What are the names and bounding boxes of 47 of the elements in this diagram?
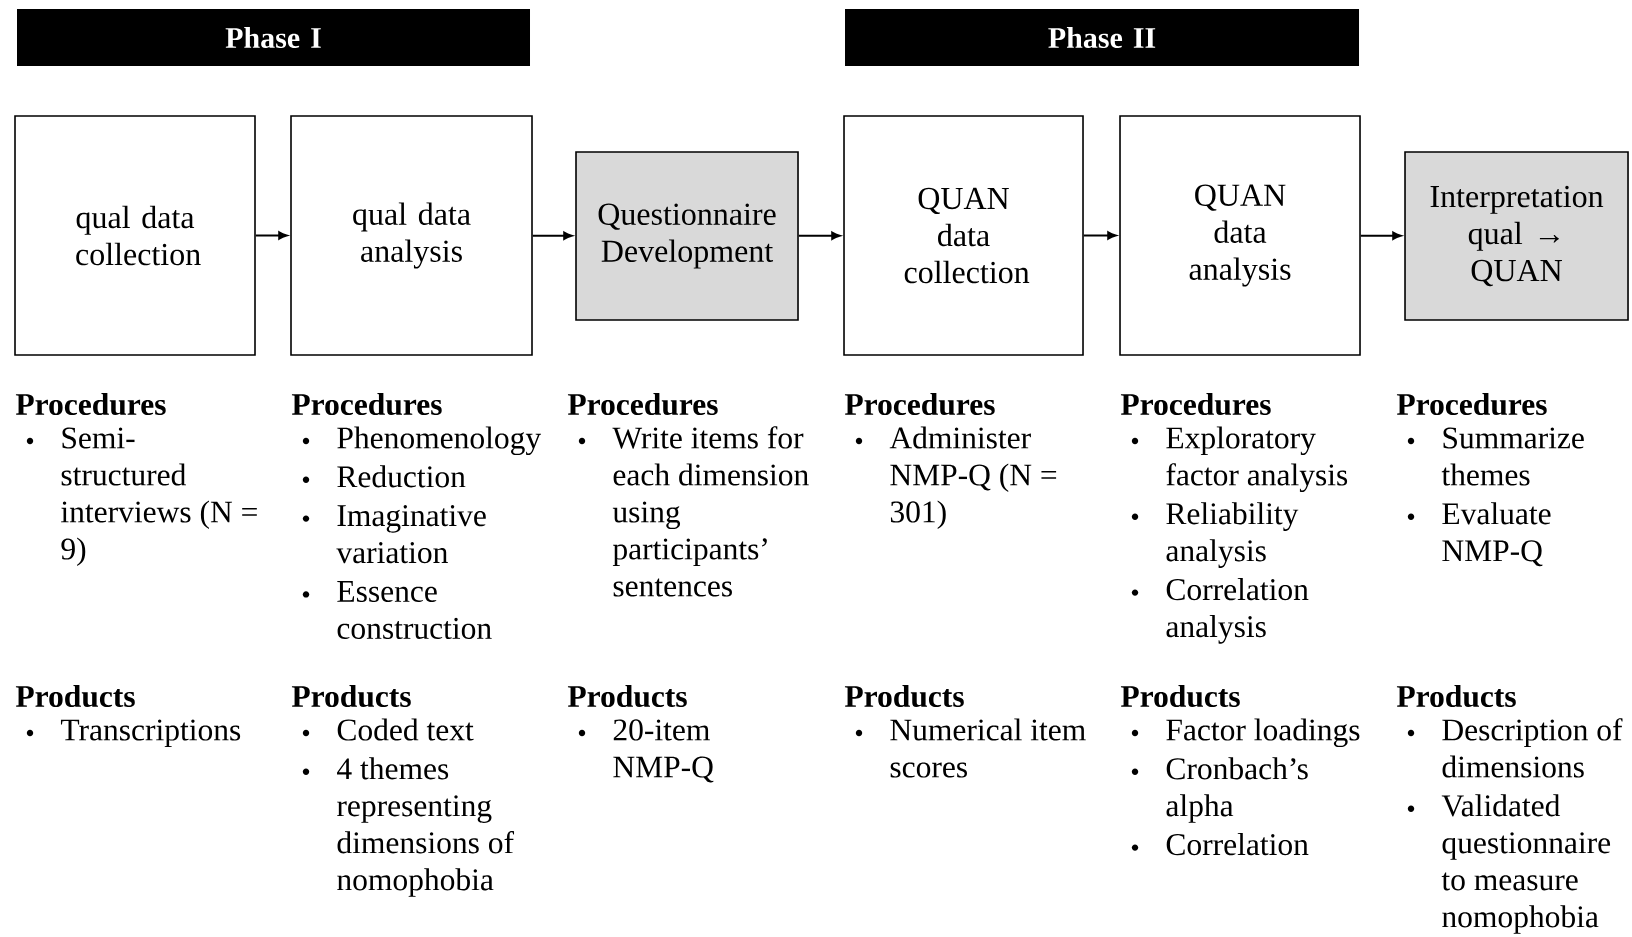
section-heading: Procedures — [1120, 392, 1271, 416]
section-heading: Products — [15, 684, 135, 708]
section-heading: Products — [567, 684, 687, 708]
bullet-item: Reduction — [337, 465, 466, 488]
arrow — [254, 231, 288, 240]
phase-banner: Phase I — [17, 9, 530, 66]
bullet-item: Imaginative variation — [336, 505, 486, 564]
bullet-item: 4 themes representing dimensions of nomophobia — [337, 757, 514, 897]
process-box: Questionnaire Development — [575, 151, 799, 321]
process-box: QUAN data analysis — [1119, 115, 1361, 356]
bullet-item: Correlation — [1166, 833, 1309, 856]
bullet-item: Coded text — [337, 718, 474, 741]
section-heading: Procedures — [567, 392, 718, 416]
section-heading: Products — [1120, 684, 1240, 708]
bullet-item: Numerical item scores — [890, 718, 1086, 778]
bullet-item: Correlation analysis — [1166, 578, 1309, 644]
section-heading: Products — [844, 684, 964, 708]
arrow — [1359, 231, 1402, 240]
bullet-item: Essence construction — [337, 581, 492, 639]
bullet-item: Description of dimensions — [1442, 718, 1623, 778]
bullet-item: Administer NMP-Q (N = 301) — [889, 426, 1057, 529]
section-heading: Products — [1396, 684, 1516, 708]
bullet-item: Factor loadings — [1166, 718, 1360, 748]
process-box: Interpretation qual → QUAN — [1404, 151, 1629, 321]
bullet-item: Phenomenology — [337, 426, 542, 456]
arrow — [1082, 231, 1117, 240]
bullet-item: Semi-structured interviews (N = 9) — [61, 427, 257, 566]
bullet-item: Validated questionnaire to measure nomophobia — [1441, 794, 1611, 934]
bullet-item: Transcriptions — [60, 719, 241, 747]
arrow — [531, 231, 573, 240]
bullet-item: Summarize themes — [1441, 427, 1584, 486]
bullet-item: Reliability analysis — [1166, 502, 1299, 568]
process-box: qual data collection — [14, 115, 256, 356]
bullet-item: 20-item NMP-Q — [613, 719, 714, 783]
process-box: QUAN data collection — [843, 115, 1084, 356]
process-box: qual data analysis — [290, 115, 533, 356]
bullet-item: Exploratory factor analysis — [1166, 426, 1348, 493]
bullet-item: Cronbach’s alpha — [1166, 757, 1308, 823]
section-heading: Procedures — [15, 392, 166, 416]
section-heading: Procedures — [844, 392, 995, 416]
section-heading: Procedures — [291, 392, 442, 416]
section-heading: Procedures — [1396, 392, 1547, 416]
section-heading: Products — [291, 684, 411, 708]
bullet-item: Write items for each dimension using participants’ sentences — [612, 426, 809, 597]
arrow — [797, 231, 841, 240]
bullet-item: Evaluate NMP-Q — [1442, 502, 1551, 567]
phase-banner: Phase II — [845, 9, 1359, 66]
